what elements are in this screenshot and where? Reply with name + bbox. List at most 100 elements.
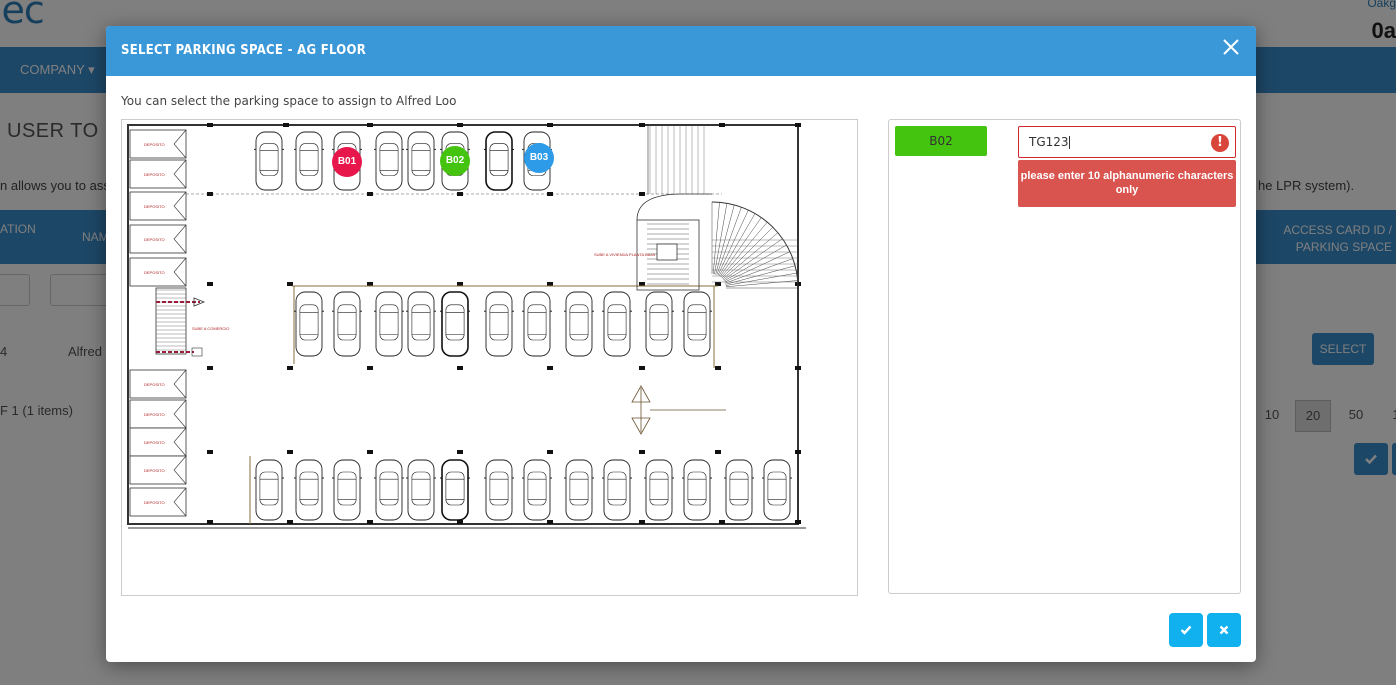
parked-car — [294, 131, 324, 191]
storage-room-7 — [129, 427, 187, 457]
space-pin-b01[interactable]: B01 — [332, 147, 362, 177]
parked-car — [762, 459, 792, 521]
car-part — [603, 459, 631, 521]
storage-label-8: DEPOSITO — [144, 468, 165, 473]
traffic-arrow-down — [631, 417, 651, 435]
storage-door-4 — [173, 257, 187, 287]
validation-error: please enter 10 alphanumeric characters … — [1018, 160, 1236, 207]
parked-car — [374, 131, 404, 191]
storage-label-9: DEPOSITO — [144, 500, 165, 505]
space-pin-b02[interactable]: B02 — [440, 146, 470, 176]
car-part — [569, 471, 589, 506]
column-26 — [639, 366, 645, 370]
parked-car — [522, 291, 552, 357]
column-15 — [367, 282, 373, 286]
exclamation-icon: ! — [1211, 134, 1229, 152]
column-11 — [547, 192, 553, 196]
car-part — [411, 143, 431, 176]
selected-space-badge[interactable]: B02 — [895, 126, 987, 156]
parked-car — [406, 291, 436, 357]
plate-input[interactable]: TG123 ! — [1018, 126, 1236, 158]
car-part — [687, 471, 707, 506]
car-part — [565, 291, 593, 357]
car-part — [527, 471, 547, 506]
car-part — [333, 459, 361, 521]
close-button[interactable] — [1220, 36, 1242, 58]
car-part — [683, 459, 711, 521]
car-part — [485, 131, 513, 191]
storage-room-9 — [129, 487, 187, 517]
car-part — [441, 459, 469, 521]
column-40 — [457, 520, 463, 524]
storage-label-2: DEPOSITO — [144, 204, 165, 209]
car-part — [489, 471, 509, 506]
car-part — [527, 304, 547, 341]
ramp-step — [723, 244, 787, 282]
parked-car — [374, 459, 404, 521]
parked-car — [294, 291, 324, 357]
car-part — [259, 143, 279, 176]
column-14 — [287, 282, 293, 286]
ramp-step — [725, 272, 797, 286]
storage-door-8 — [173, 455, 187, 485]
parked-car — [724, 459, 754, 521]
car-part — [407, 459, 435, 521]
column-21 — [207, 366, 213, 370]
ramp-step — [720, 221, 768, 278]
column-42 — [639, 520, 645, 524]
car-part — [489, 143, 509, 176]
column-2 — [367, 123, 373, 127]
column-44 — [795, 520, 801, 524]
car-part — [295, 291, 323, 357]
car-part — [295, 459, 323, 521]
ramp-outer-arc — [711, 201, 799, 289]
column-39 — [367, 520, 373, 524]
parked-car — [644, 459, 674, 521]
car-part — [411, 471, 431, 506]
parked-car — [440, 291, 470, 357]
plate-input-value: TG123 — [1029, 135, 1069, 149]
column-6 — [719, 123, 725, 127]
column-5 — [639, 123, 645, 127]
parked-car — [254, 459, 284, 521]
parked-car — [682, 291, 712, 357]
car-part — [569, 304, 589, 341]
storage-door-7 — [173, 427, 187, 457]
parking-space-modal: SELECT PARKING SPACE - AG FLOOR You can … — [106, 26, 1256, 662]
times-icon — [1219, 625, 1229, 635]
column-0 — [207, 123, 213, 127]
stair-label: SUBE A VIVIENDA PLANTA BAJA — [594, 252, 655, 257]
space-pin-b03[interactable]: B03 — [524, 143, 554, 173]
column-35 — [715, 450, 721, 454]
ramp-step — [725, 265, 796, 285]
column-24 — [457, 366, 463, 370]
car-part — [445, 471, 465, 506]
parked-car — [254, 131, 284, 191]
car-part — [485, 459, 513, 521]
column-27 — [715, 366, 721, 370]
parked-car — [332, 459, 362, 521]
parked-car — [484, 131, 514, 191]
column-28 — [795, 366, 801, 370]
entry-stairs — [155, 287, 187, 355]
storage-label-7: DEPOSITO — [144, 440, 165, 445]
car-part — [259, 471, 279, 506]
column-34 — [639, 450, 645, 454]
car-part — [607, 304, 627, 341]
column-43 — [719, 520, 725, 524]
car-part — [763, 459, 791, 521]
close-icon — [1223, 39, 1239, 55]
storage-room-3 — [129, 224, 187, 254]
ramp-step — [725, 280, 798, 288]
storage-room-4 — [129, 257, 187, 287]
storage-label-5: DEPOSITO — [144, 382, 165, 387]
cancel-button[interactable] — [1207, 613, 1241, 647]
ramp-step — [721, 227, 773, 279]
confirm-button[interactable] — [1169, 613, 1203, 647]
car-part — [445, 304, 465, 341]
car-part — [607, 471, 627, 506]
modal-title: SELECT PARKING SPACE - AG FLOOR — [121, 43, 367, 58]
parked-car — [440, 459, 470, 521]
column-32 — [457, 450, 463, 454]
ramp-step — [719, 217, 762, 277]
